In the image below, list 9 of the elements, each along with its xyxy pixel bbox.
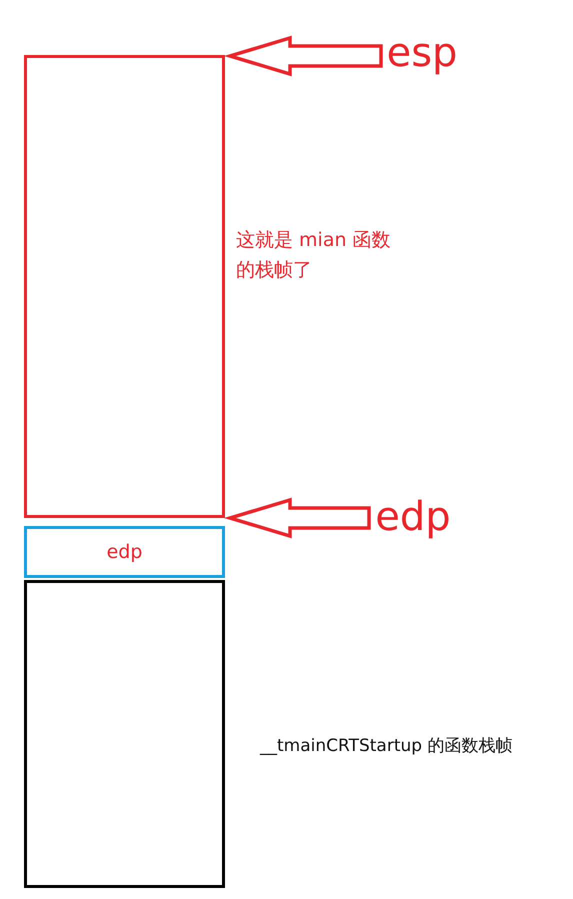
- frame-caption: __tmainCRTStartup 的函数栈帧: [260, 735, 512, 758]
- block-arrow: [224, 498, 371, 538]
- stack-frame-box: [24, 580, 225, 888]
- stack-frame-box: edp: [24, 526, 225, 578]
- block-arrow: [224, 36, 383, 76]
- register-label: edp: [372, 492, 454, 542]
- stack-frame-box: [24, 55, 225, 518]
- frame-caption: 这就是 mian 函数的栈帧了: [236, 228, 392, 284]
- register-label: esp: [384, 28, 460, 78]
